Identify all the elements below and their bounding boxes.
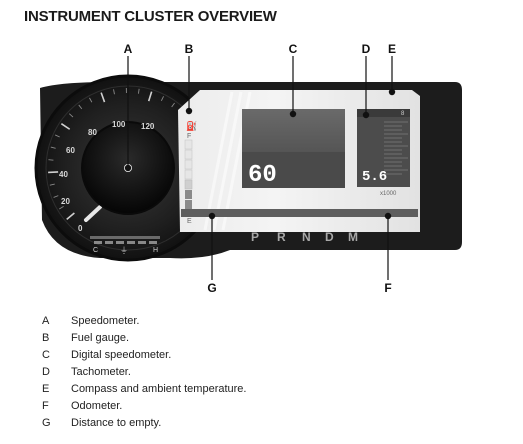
gear-r: R bbox=[277, 230, 286, 244]
legend-letter: A bbox=[42, 315, 50, 327]
callout-dots bbox=[124, 88, 396, 220]
speed-label-60: 60 bbox=[66, 146, 75, 155]
cluster-housing: 0 20 40 60 80 100 120 C H ⏚ bbox=[34, 74, 462, 262]
speed-tick bbox=[137, 88, 140, 94]
legend-text: Tachometer. bbox=[71, 366, 131, 378]
legend-text: Odometer. bbox=[71, 400, 123, 412]
legend-text: Speedometer. bbox=[71, 315, 140, 327]
legend-letter: B bbox=[42, 332, 50, 344]
page-title: INSTRUMENT CLUSTER OVERVIEW bbox=[24, 8, 277, 25]
fuel-pump-icon: ⛽ bbox=[186, 120, 197, 131]
speed-tick bbox=[171, 102, 175, 108]
callout-a: A bbox=[124, 42, 133, 56]
gear-p: P bbox=[251, 230, 259, 244]
svg-text:8: 8 bbox=[401, 111, 405, 117]
legend-text: Fuel gauge. bbox=[71, 332, 130, 344]
speed-label-20: 20 bbox=[61, 197, 70, 206]
callout-c: C bbox=[289, 42, 298, 56]
speed-label-100: 100 bbox=[112, 120, 126, 129]
callout-g: G bbox=[207, 281, 216, 295]
instrument-cluster-diagram: 0 20 40 60 80 100 120 C H ⏚ bbox=[34, 42, 462, 295]
speed-tick bbox=[89, 97, 93, 103]
speed-tick bbox=[66, 212, 75, 221]
speed-label-40: 40 bbox=[59, 170, 68, 179]
fuel-empty-label: E bbox=[187, 218, 192, 225]
legend-text: Compass and ambient temperature. bbox=[71, 383, 247, 395]
legend-text: Digital speedometer. bbox=[71, 349, 172, 361]
speed-tick bbox=[48, 171, 59, 174]
callout-b: B bbox=[185, 42, 194, 56]
temp-hot-label: H bbox=[153, 247, 158, 254]
callout-d: D bbox=[362, 42, 371, 56]
speed-tick bbox=[147, 91, 153, 102]
tachometer-value: 5.6 bbox=[362, 169, 387, 185]
legend-letter: G bbox=[42, 417, 51, 429]
speed-tick bbox=[48, 159, 54, 161]
speed-tick bbox=[59, 206, 64, 210]
speed-tick bbox=[49, 183, 55, 186]
fuel-gauge: ⛽ F E bbox=[184, 120, 197, 225]
legend-letter: F bbox=[42, 400, 49, 412]
speed-tick bbox=[53, 195, 59, 198]
gear-m: M bbox=[348, 230, 358, 244]
legend-letter: E bbox=[42, 383, 50, 395]
speed-tick bbox=[54, 134, 60, 138]
thermometer-icon: ⏚ bbox=[120, 246, 128, 255]
distance-to-empty-bar bbox=[181, 209, 418, 217]
speed-tick bbox=[100, 92, 106, 103]
speed-tick bbox=[160, 96, 164, 102]
digital-speed-value: 60 bbox=[248, 162, 277, 189]
callout-f: F bbox=[384, 281, 391, 295]
speed-label-80: 80 bbox=[88, 128, 97, 137]
legend-letter: D bbox=[42, 366, 50, 378]
fuel-full-label: F bbox=[187, 133, 191, 140]
tachometer-screen: 8 5.6 x1000 bbox=[357, 109, 410, 197]
callout-e: E bbox=[388, 42, 396, 56]
speed-tick bbox=[50, 146, 56, 149]
speed-tick bbox=[68, 113, 74, 118]
legend-letter: C bbox=[42, 349, 50, 361]
temp-cold-label: C bbox=[93, 247, 98, 254]
tachometer-unit: x1000 bbox=[380, 191, 397, 197]
speed-tick bbox=[113, 89, 115, 95]
speedometer-needle bbox=[84, 205, 102, 222]
callout-lines bbox=[127, 56, 393, 280]
speed-tick bbox=[60, 123, 71, 130]
gear-d: D bbox=[325, 230, 334, 244]
speed-label-120: 120 bbox=[141, 122, 155, 131]
temperature-gauge: C H ⏚ bbox=[90, 236, 160, 255]
speed-label-0: 0 bbox=[78, 224, 83, 233]
digital-speedometer-screen: 60 bbox=[242, 109, 345, 189]
legend-text: Distance to empty. bbox=[71, 417, 162, 429]
gear-n: N bbox=[302, 230, 311, 244]
speed-tick bbox=[78, 104, 83, 110]
